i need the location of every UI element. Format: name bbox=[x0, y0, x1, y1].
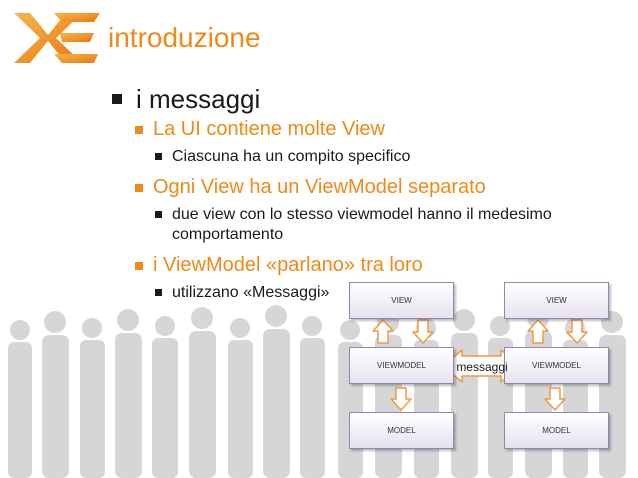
messages-label: messaggi bbox=[456, 360, 508, 374]
square-bullet-icon bbox=[112, 94, 122, 104]
down-arrow-icon bbox=[566, 319, 588, 344]
left-model-box: MODEL bbox=[349, 412, 454, 449]
square-bullet-icon bbox=[135, 184, 143, 192]
bullet-ui-views: La UI contiene molte View bbox=[135, 118, 385, 141]
bullet-same-viewmodel: due view con lo stesso viewmodel hanno i… bbox=[155, 205, 552, 225]
bullet-view-viewmodel: Ogni View ha un ViewModel separato bbox=[135, 176, 486, 199]
bullet-view-task: Ciascuna ha un compito specifico bbox=[155, 147, 410, 167]
square-bullet-icon bbox=[155, 153, 162, 160]
right-view-box: VIEW bbox=[504, 282, 609, 319]
down-arrow-icon bbox=[412, 319, 434, 344]
bullet-use-messages: utilizzano «Messaggi» bbox=[155, 283, 329, 303]
square-bullet-icon bbox=[135, 126, 143, 134]
bullet-main: i messaggi bbox=[112, 84, 260, 115]
left-viewmodel-box: VIEWMODEL bbox=[349, 347, 454, 384]
right-model-box: MODEL bbox=[504, 412, 609, 449]
down-arrow-icon bbox=[544, 387, 566, 411]
square-bullet-icon bbox=[155, 289, 162, 296]
xe-logo-icon bbox=[14, 13, 100, 63]
up-arrow-icon bbox=[372, 319, 394, 344]
square-bullet-icon bbox=[135, 262, 143, 270]
square-bullet-icon bbox=[155, 211, 162, 218]
slide-title: introduzione bbox=[108, 22, 261, 53]
down-arrow-icon bbox=[390, 387, 412, 411]
right-viewmodel-box: VIEWMODEL bbox=[504, 347, 609, 384]
bullet-viewmodels-talk: i ViewModel «parlano» tra loro bbox=[135, 254, 423, 277]
bullet-same-viewmodel-cont: comportamento bbox=[172, 226, 284, 243]
up-arrow-icon bbox=[527, 319, 549, 344]
left-view-box: VIEW bbox=[349, 282, 454, 319]
